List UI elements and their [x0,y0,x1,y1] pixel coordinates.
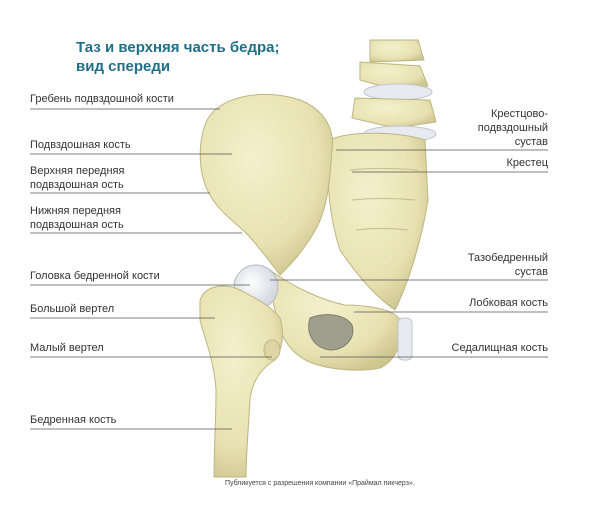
label-hip-joint: Тазобедренный сустав [467,252,548,278]
sacral-ridges [349,167,419,231]
femur-shape [199,285,283,478]
label-iliac-crest: Гребень подвздошной кости [30,93,174,105]
title-line-2: вид спереди [76,58,171,75]
diagram-title: Таз и верхняя часть бедра; вид спереди [76,38,280,76]
label-femur: Бедренная кость [30,414,117,426]
sacrum-shape [327,132,429,311]
lumbar-vertebrae [351,39,437,143]
leader-lines [30,108,548,430]
lesser-trochanter [263,339,281,361]
credit-line: Публикуется с разрешения компании «Прайм… [225,480,415,487]
label-pubis: Лобковая кость [469,297,548,309]
label-ischium: Седалищная кость [451,342,549,354]
label-ilium: Подвздошная кость [30,139,131,151]
label-sacroiliac-joint: Крестцово- подвздошный сустав [477,108,548,148]
label-greater-trochanter: Большой вертел [30,303,115,315]
ilium-shape [199,94,334,276]
label-femoral-head: Головка бедренной кости [30,270,160,282]
pubic-symphysis [397,317,413,361]
label-sacrum: Крестец [506,157,548,169]
label-lesser-trochanter: Малый вертел [30,342,104,354]
obturator-foramen [308,314,354,351]
label-anterior-inferior-iliac-spine: Нижняя передняя подвздошная ость [30,205,124,231]
title-line-1: Таз и верхняя часть бедра; [76,39,280,56]
label-anterior-superior-iliac-spine: Верхняя передняя подвздошная ость [30,165,125,191]
